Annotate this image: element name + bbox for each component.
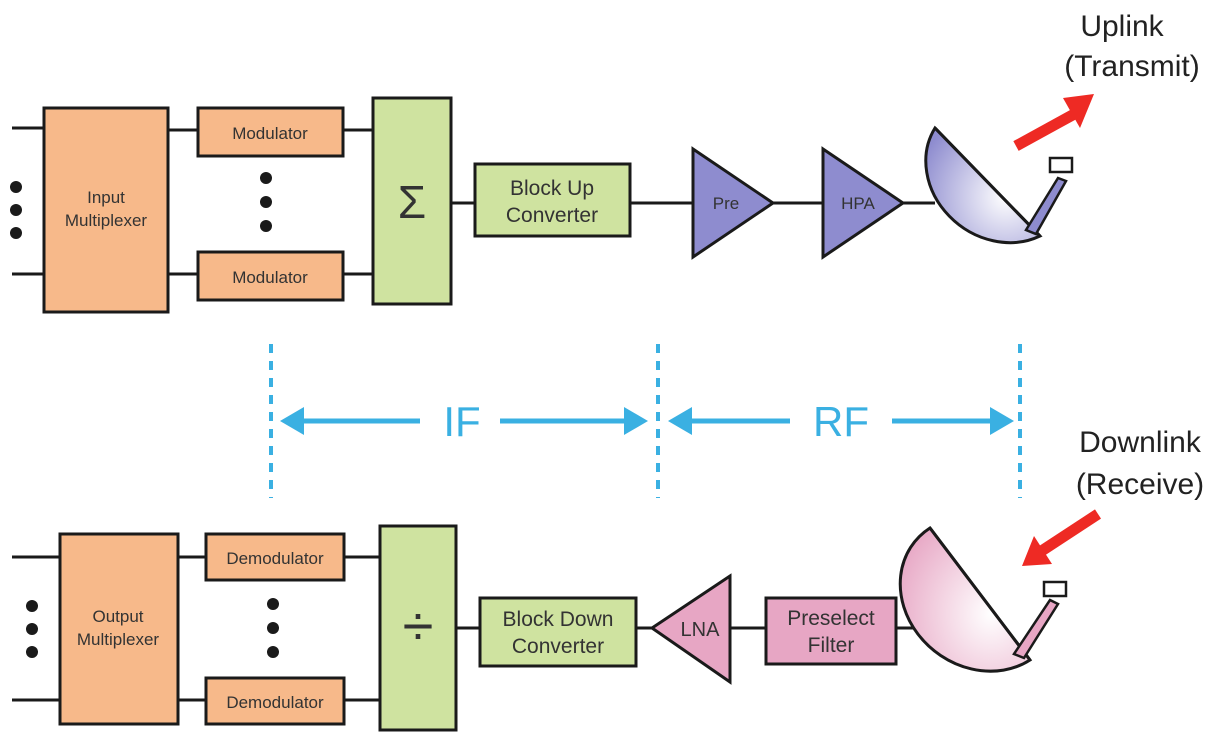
block-up-converter-line2: Converter bbox=[506, 204, 598, 227]
output-multiplexer-label-line2: Multiplexer bbox=[77, 630, 160, 649]
output-ellipsis-dots bbox=[26, 600, 38, 658]
input-multiplexer-label-line1: Input bbox=[87, 188, 125, 207]
modulator-bottom-label: Modulator bbox=[232, 268, 308, 287]
modulator-bottom-block: Modulator bbox=[196, 250, 345, 302]
demodulator-bottom-label: Demodulator bbox=[226, 693, 324, 712]
preselect-filter: Preselect Filter bbox=[764, 596, 898, 666]
divider-block: ÷ bbox=[378, 524, 458, 732]
uplink-chain: Input Multiplexer Modulator Modulator Σ bbox=[10, 10, 1200, 314]
modulator-top-label: Modulator bbox=[232, 124, 308, 143]
input-multiplexer-block: Input Multiplexer bbox=[42, 106, 170, 314]
pre-amplifier: Pre bbox=[691, 146, 776, 260]
preselect-filter-line1: Preselect bbox=[787, 607, 875, 630]
uplink-title-line2: (Transmit) bbox=[1064, 50, 1200, 83]
downlink-chain: Output Multiplexer Demodulator Demodulat… bbox=[12, 426, 1204, 732]
block-down-converter-line2: Converter bbox=[512, 635, 604, 658]
modulator-top-block: Modulator bbox=[196, 106, 345, 158]
receive-dish-icon bbox=[898, 525, 1068, 673]
if-label: IF bbox=[443, 398, 480, 445]
transmit-arrow-icon bbox=[1013, 94, 1094, 151]
divide-symbol: ÷ bbox=[403, 594, 434, 657]
block-up-converter-line1: Block Up bbox=[510, 177, 594, 200]
sum-symbol: Σ bbox=[398, 176, 426, 228]
frequency-bands: IF RF bbox=[269, 344, 1022, 498]
pre-amplifier-label: Pre bbox=[713, 194, 739, 213]
input-ellipsis-dots bbox=[10, 181, 22, 239]
block-down-converter-line1: Block Down bbox=[503, 608, 614, 631]
rf-span-arrow: RF bbox=[668, 398, 1014, 445]
demodulator-ellipsis-dots bbox=[267, 598, 279, 658]
if-span-arrow: IF bbox=[280, 398, 648, 445]
block-up-converter: Block Up Converter bbox=[473, 162, 632, 238]
demodulator-top-label: Demodulator bbox=[226, 549, 324, 568]
lna-label: LNA bbox=[681, 619, 721, 641]
output-multiplexer-block: Output Multiplexer bbox=[58, 532, 180, 726]
high-power-amplifier: HPA bbox=[821, 146, 906, 260]
input-multiplexer-label-line2: Multiplexer bbox=[65, 211, 148, 230]
downlink-title-line2: (Receive) bbox=[1076, 468, 1204, 501]
low-noise-amplifier: LNA bbox=[649, 573, 732, 685]
block-down-converter: Block Down Converter bbox=[478, 596, 638, 668]
receive-arrow-icon bbox=[1022, 509, 1102, 566]
demodulator-bottom-block: Demodulator bbox=[204, 676, 346, 726]
modulator-ellipsis-dots bbox=[260, 172, 272, 232]
output-multiplexer-label-line1: Output bbox=[92, 607, 143, 626]
hpa-label: HPA bbox=[841, 194, 875, 213]
summing-block: Σ bbox=[371, 96, 453, 306]
preselect-filter-line2: Filter bbox=[808, 634, 855, 657]
downlink-title-line1: Downlink bbox=[1079, 426, 1202, 459]
uplink-title-line1: Uplink bbox=[1080, 10, 1164, 43]
rf-label: RF bbox=[813, 398, 869, 445]
transmit-dish-icon bbox=[924, 125, 1074, 245]
demodulator-top-block: Demodulator bbox=[204, 532, 346, 582]
